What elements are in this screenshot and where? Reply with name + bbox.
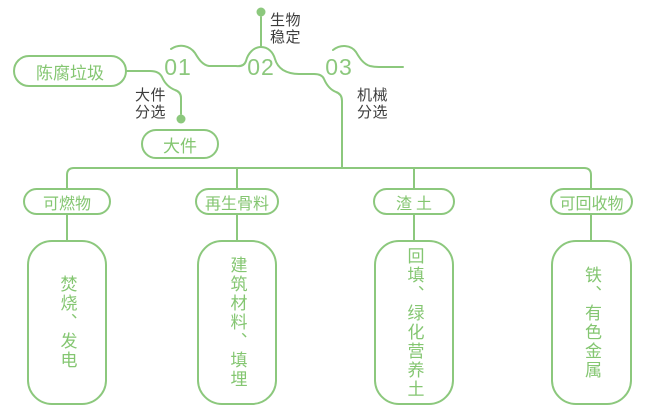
line-01-to-03 xyxy=(170,44,315,75)
bulky-node-label: 大件 xyxy=(163,136,197,156)
branch-bus-line xyxy=(66,167,592,190)
detail-text-aggregate: 建筑材料、填埋 xyxy=(227,256,247,389)
branch-node-aggregate: 再生骨料 xyxy=(204,195,269,213)
branch-node-recyclables-outline xyxy=(550,188,633,215)
source-node-label: 陈腐垃圾 xyxy=(36,63,104,83)
branch-node-recyclables: 可回收物 xyxy=(559,195,624,213)
step-03-number: 03 xyxy=(325,54,353,80)
detail-box-aggregate: 建筑材料、填埋 xyxy=(198,241,276,404)
detail-box-recyclables: 铁、有色金属 xyxy=(552,241,631,404)
step-03-label: 机械 分选 xyxy=(357,87,389,121)
detail-text-recyclables: 铁、有色金属 xyxy=(582,265,601,380)
detail-box-aggregate-outline xyxy=(197,240,277,405)
detail-text-slag: 回填、绿化营养土 xyxy=(404,246,424,399)
detail-box-combustibles-outline xyxy=(27,240,107,405)
step-01-number: 01 xyxy=(164,54,192,80)
line-03-drop xyxy=(313,73,343,169)
line-03-tail xyxy=(332,45,404,68)
step-01-label: 大件 分选 xyxy=(135,87,167,121)
bulky-node-outline xyxy=(141,129,219,159)
branch-node-combustibles: 可燃物 xyxy=(42,195,91,213)
step-02-label: 生物 稳定 xyxy=(270,12,302,46)
detail-box-combustibles: 焚烧、发电 xyxy=(28,241,106,404)
branch-node-slag: 渣土 xyxy=(395,195,436,213)
detail-text-combustibles: 焚烧、发电 xyxy=(57,275,77,370)
step-02-number: 02 xyxy=(247,54,275,80)
detail-box-slag-outline xyxy=(374,240,454,405)
detail-box-recyclables-outline xyxy=(551,240,632,405)
detail-box-slag: 回填、绿化营养土 xyxy=(375,241,453,404)
line-source-to-bulky xyxy=(125,70,182,115)
bulky-connector-dot xyxy=(176,114,186,124)
bio-connector-dot xyxy=(256,7,266,17)
